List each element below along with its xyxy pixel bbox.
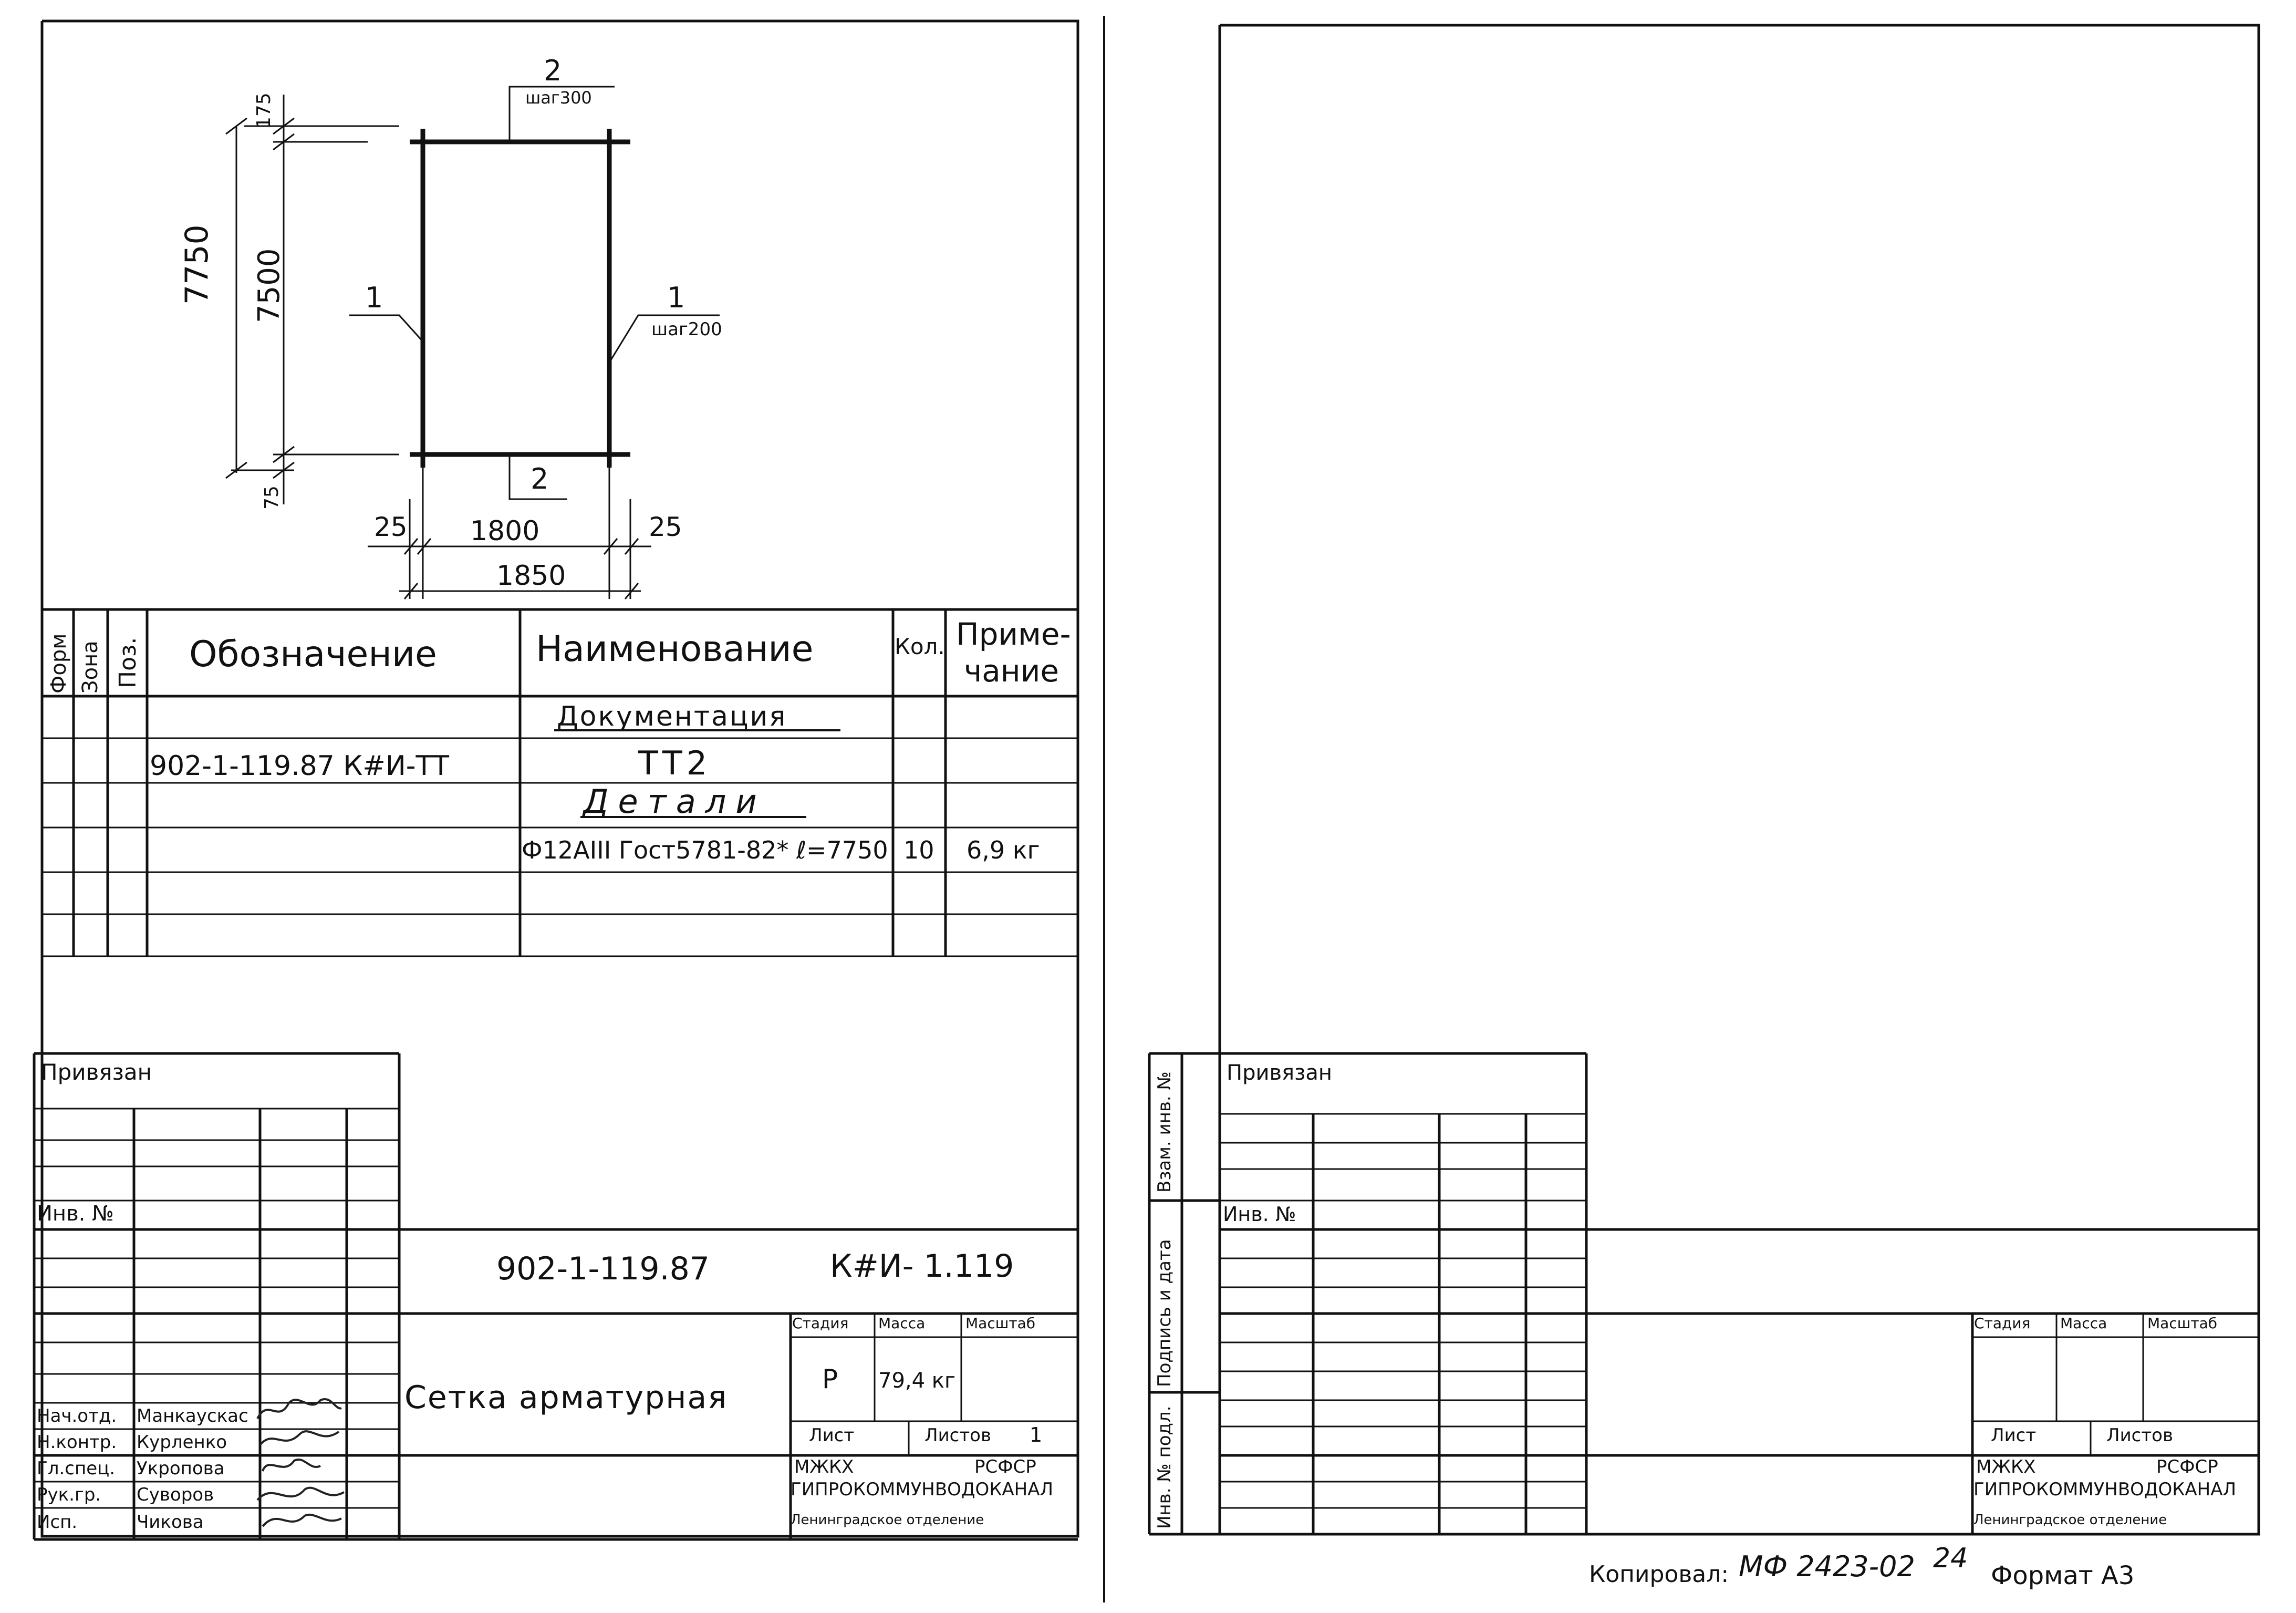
rs-scale-label: Масштаб [2147, 1315, 2218, 1332]
dim-bottom-offset: 75 [261, 485, 283, 510]
spec-header-form: Форм [47, 633, 71, 694]
spec-header-zone: Зона [78, 640, 102, 694]
rs-privyazan: Привязан [1227, 1061, 1333, 1085]
rs-stage-label: Стадия [1974, 1315, 2031, 1332]
signatures [256, 1398, 345, 1527]
spec-row-4-name: Ф12АIII Гост5781-82* ℓ=7750 [522, 836, 888, 864]
tb-name-1: Манкаускас [137, 1405, 248, 1426]
tb-role-1: Нач.отд. [37, 1405, 117, 1426]
tb-title: Сетка арматурная [404, 1379, 728, 1416]
tb-sheets-label: Листов [924, 1425, 992, 1446]
spec-header-name: Наименование [536, 628, 814, 670]
tb-role-4: Рук.гр. [37, 1484, 101, 1505]
footer-page-number: 24 [1933, 1543, 1968, 1574]
dim-side-left: 25 [374, 512, 408, 542]
spec-header-qty: Кол. [895, 634, 945, 659]
tb-role-5: Исп. [37, 1512, 78, 1533]
spec-header-pos: Поз. [115, 637, 141, 688]
callout-top-step: шаг300 [525, 88, 592, 108]
tb-stage-value: Р [822, 1364, 838, 1394]
tb-inv-no: Инв. № [37, 1202, 114, 1226]
tb-scale-label: Масштаб [965, 1315, 1036, 1332]
spec-row-2-designation: 902-1-119.87 К#И-ТТ [150, 750, 450, 782]
spec-row-4-qty: 10 [903, 836, 934, 864]
rs-org-line1-left: МЖКХ [1976, 1456, 2036, 1477]
tb-project-code: 902-1-119.87 [496, 1250, 710, 1287]
rs-side-label-2: Подпись и дата [1154, 1239, 1175, 1387]
dim-total-height: 7750 [179, 224, 215, 305]
tb-org-line1-right: РСФСР [974, 1456, 1036, 1477]
footer-format: Формат А3 [1991, 1561, 2135, 1590]
callout-left-pos: 1 [365, 281, 383, 314]
dim-total-width: 1850 [496, 560, 566, 592]
dim-inner-height: 7500 [252, 248, 286, 323]
tb-name-4: Суворов [137, 1484, 214, 1505]
tb-role-3: Гл.спец. [37, 1458, 116, 1479]
rs-org-line3: Ленинградское отделение [1973, 1512, 2167, 1528]
rs-org-line1-right: РСФСР [2156, 1456, 2218, 1477]
spec-header-note-1: Приме- [956, 616, 1071, 652]
callout-right-pos: 1 [667, 281, 685, 314]
spec-row-1-name: Документация [557, 701, 787, 732]
tb-name-3: Укропова [137, 1458, 225, 1479]
tb-mass-label: Масса [878, 1315, 926, 1332]
rs-sheets-label: Листов [2106, 1425, 2174, 1446]
tb-mass-value: 79,4 кг [878, 1369, 955, 1393]
callout-bottom-pos: 2 [531, 462, 549, 495]
callout-right-step: шаг200 [651, 319, 722, 340]
tb-privyazan: Привязан [41, 1059, 152, 1085]
tb-sheets-value: 1 [1030, 1423, 1043, 1446]
spec-row-4-note: 6,9 кг [967, 836, 1040, 864]
dim-top-offset: 175 [253, 92, 275, 129]
tb-name-5: Чикова [137, 1512, 204, 1533]
tb-sheet-label: Лист [809, 1425, 855, 1446]
spec-header-note-2: чание [964, 653, 1059, 689]
spec-row-2-name: ТТ2 [638, 744, 712, 782]
dim-inner-width: 1800 [470, 515, 540, 547]
rs-side-label-1: Взам. инв. № [1154, 1071, 1175, 1193]
rs-sheet-label: Лист [1991, 1425, 2037, 1446]
rs-org-line2: ГИПРОКОММУНВОДОКАНАЛ [1973, 1479, 2237, 1500]
spec-row-3-name: Детали [583, 782, 766, 821]
tb-org-line1-left: МЖКХ [794, 1456, 854, 1477]
dim-side-right: 25 [649, 512, 682, 542]
footer-copied-label: Копировал: [1589, 1561, 1729, 1588]
tb-sheet-code: К#И- 1.119 [830, 1248, 1014, 1285]
callout-top-pos: 2 [544, 54, 562, 87]
rs-mass-label: Масса [2060, 1315, 2107, 1332]
tb-org-line3: Ленинградское отделение [791, 1512, 984, 1528]
tb-role-2: Н.контр. [37, 1432, 117, 1453]
rs-inv-no: Инв. № [1223, 1203, 1296, 1226]
footer-copy-code: МФ 2423-02 [1739, 1550, 1915, 1583]
tb-stage-label: Стадия [792, 1315, 849, 1332]
spec-header-designation: Обозначение [189, 634, 437, 675]
tb-org-line2: ГИПРОКОММУНВОДОКАНАЛ [791, 1479, 1054, 1500]
rs-side-label-3: Инв. № подл. [1154, 1405, 1175, 1529]
tb-name-2: Курленко [137, 1432, 227, 1453]
